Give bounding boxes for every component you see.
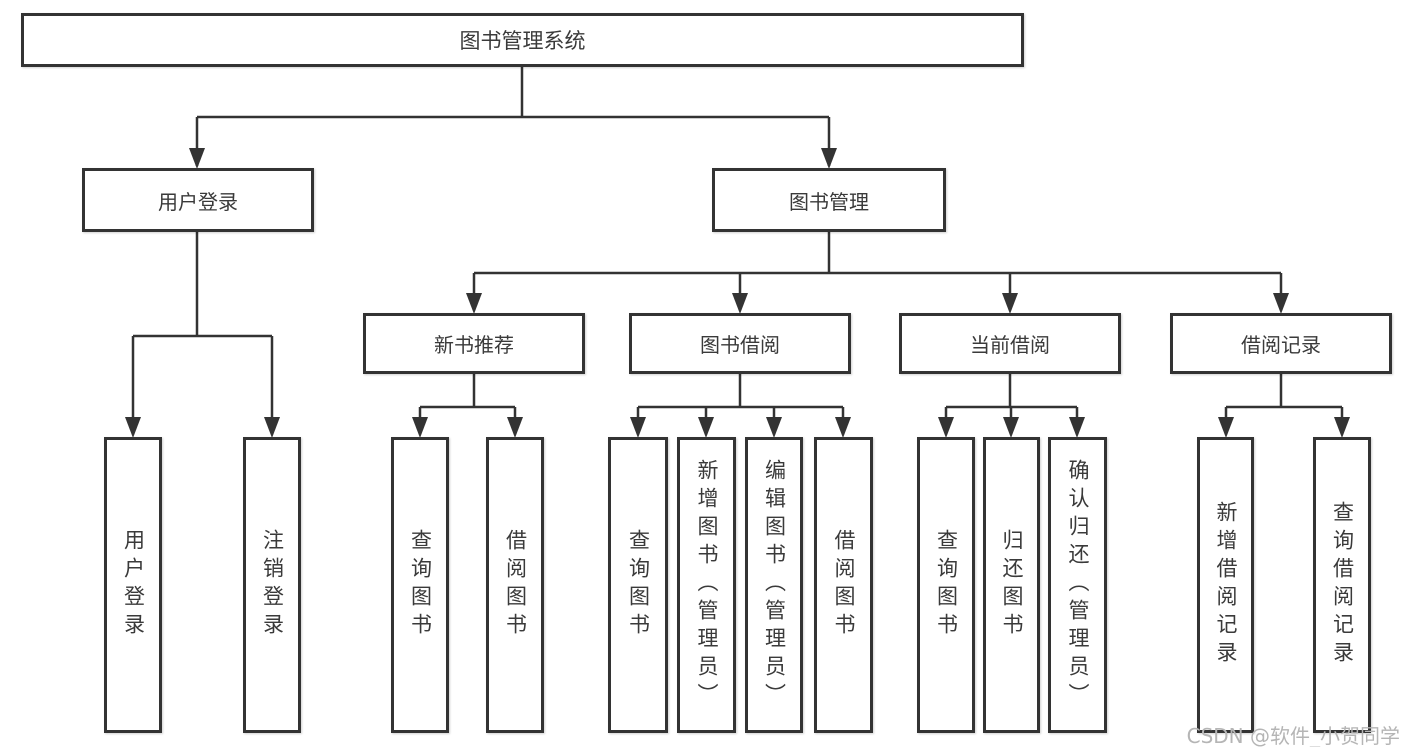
leaf-user-login-label: 用户登录 — [121, 529, 146, 641]
connector-user-login-group — [131, 232, 274, 434]
leaf-borrow-borrow-label: 借阅图书 — [832, 529, 857, 641]
leaf-newbooks-query: 查询图书 — [391, 437, 449, 733]
arrow-down-icon — [189, 148, 205, 169]
arrow-down-icon — [1069, 417, 1085, 438]
arrow-down-icon — [1273, 293, 1289, 314]
leaf-current-return: 归还图书 — [983, 437, 1040, 733]
leaf-logout: 注销登录 — [243, 437, 301, 733]
leaf-current-query-label: 查询图书 — [934, 529, 959, 641]
arrow-down-icon — [698, 417, 714, 438]
leaf-current-confirm: 确认归还（管理员） — [1048, 437, 1107, 733]
leaf-newbooks-borrow: 借阅图书 — [486, 437, 544, 733]
arrow-down-icon — [821, 148, 837, 169]
arrow-down-icon — [835, 417, 851, 438]
arrow-down-icon — [264, 417, 280, 438]
leaf-records-query: 查询借阅记录 — [1313, 437, 1371, 733]
leaf-newbooks-query-label: 查询图书 — [408, 529, 433, 641]
arrow-down-icon — [1002, 293, 1018, 314]
node-new-books: 新书推荐 — [363, 313, 585, 374]
arrow-down-icon — [732, 293, 748, 314]
connector-new-books-group — [418, 374, 517, 434]
leaf-current-return-label: 归还图书 — [1000, 529, 1025, 641]
arrow-down-icon — [630, 417, 646, 438]
connector-records-group — [1224, 374, 1344, 434]
leaf-borrow-edit: 编辑图书（管理员） — [745, 437, 803, 733]
node-borrow-label: 图书借阅 — [700, 333, 780, 357]
arrow-down-icon — [766, 417, 782, 438]
leaf-records-query-label: 查询借阅记录 — [1330, 501, 1355, 669]
node-user-login: 用户登录 — [82, 168, 314, 232]
arrow-down-icon — [125, 417, 141, 438]
leaf-user-login: 用户登录 — [104, 437, 162, 733]
node-new-books-label: 新书推荐 — [434, 333, 514, 357]
node-records-label: 借阅记录 — [1241, 333, 1321, 357]
arrow-down-icon — [412, 417, 428, 438]
node-root-label: 图书管理系统 — [459, 29, 586, 53]
node-book-mgmt-label: 图书管理 — [789, 189, 869, 214]
leaf-records-add: 新增借阅记录 — [1197, 437, 1254, 733]
connector-borrow-group — [636, 374, 845, 434]
arrow-down-icon — [507, 417, 523, 438]
node-root: 图书管理系统 — [21, 13, 1024, 67]
arrow-down-icon — [1003, 417, 1019, 438]
leaf-current-query: 查询图书 — [917, 437, 975, 733]
arrowheads — [125, 148, 1350, 438]
arrow-down-icon — [466, 293, 482, 314]
node-user-login-label: 用户登录 — [158, 189, 238, 214]
leaf-borrow-query-label: 查询图书 — [626, 529, 651, 641]
leaf-current-confirm-label: 确认归还（管理员） — [1066, 459, 1091, 711]
connector-book-mgmt-group — [472, 232, 1283, 310]
leaf-borrow-edit-label: 编辑图书（管理员） — [762, 459, 787, 711]
leaf-borrow-borrow: 借阅图书 — [814, 437, 873, 733]
arrow-down-icon — [1218, 417, 1234, 438]
node-book-mgmt: 图书管理 — [712, 168, 946, 232]
leaf-logout-label: 注销登录 — [260, 529, 285, 641]
watermark: CSDN @软件_小贺同学 — [1186, 724, 1400, 747]
node-borrow: 图书借阅 — [629, 313, 851, 374]
leaf-borrow-query: 查询图书 — [608, 437, 668, 733]
leaf-records-add-label: 新增借阅记录 — [1214, 501, 1239, 669]
node-records: 借阅记录 — [1170, 313, 1392, 374]
leaf-newbooks-borrow-label: 借阅图书 — [503, 529, 528, 641]
connector-root — [195, 67, 831, 166]
arrow-down-icon — [938, 417, 954, 438]
leaf-borrow-add: 新增图书（管理员） — [677, 437, 736, 733]
node-current-label: 当前借阅 — [970, 333, 1050, 357]
leaf-borrow-add-label: 新增图书（管理员） — [695, 459, 720, 711]
node-current: 当前借阅 — [899, 313, 1121, 374]
arrow-down-icon — [1334, 417, 1350, 438]
